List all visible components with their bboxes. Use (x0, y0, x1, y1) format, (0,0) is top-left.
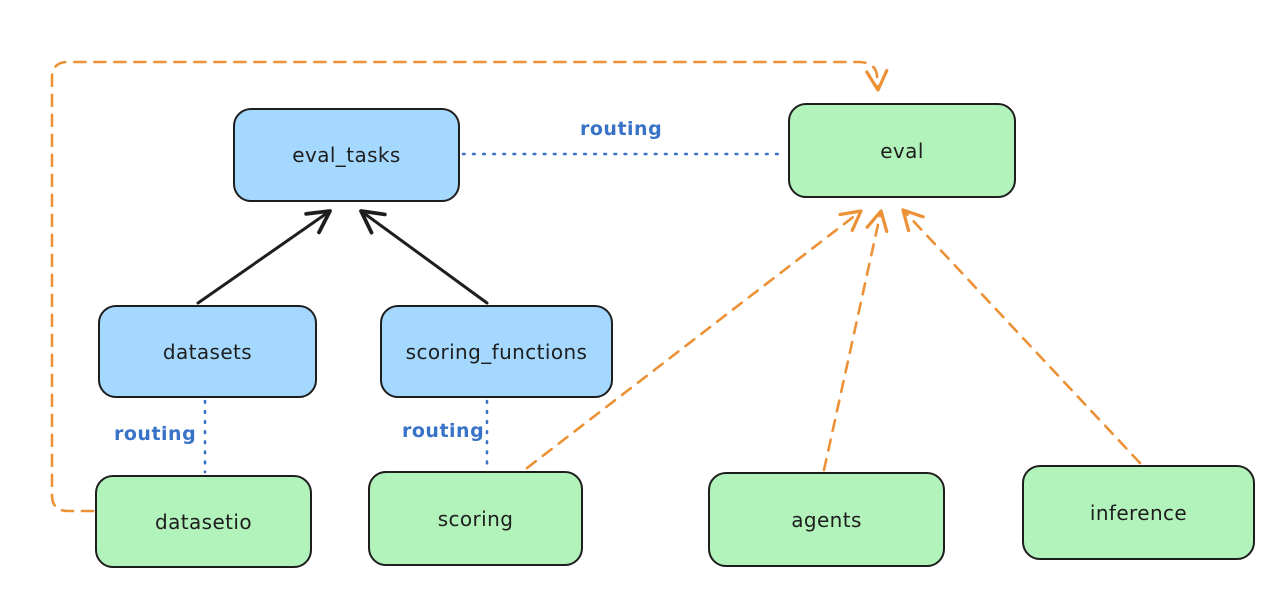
node-agents-label: agents (791, 507, 862, 532)
node-scoring: scoring (368, 471, 583, 566)
node-scoring-functions: scoring_functions (380, 305, 613, 398)
node-datasets: datasets (98, 305, 317, 398)
node-datasets-label: datasets (162, 339, 253, 364)
node-eval: eval (788, 103, 1016, 198)
edge-datasetio-eval-dashed (50, 60, 889, 513)
node-eval-tasks: eval_tasks (233, 108, 460, 202)
edge-scoringfunctions-evaltasks-arrow (359, 209, 489, 305)
edge-agents-eval-dashed (822, 209, 889, 472)
edge-scoring-eval-dashed (525, 209, 863, 470)
node-datasetio-label: datasetio (154, 509, 252, 534)
edge-label-routing-scoringfunctions-scoring: routing (402, 420, 485, 442)
node-agents: agents (708, 472, 945, 567)
edge-label-routing-evaltasks-eval: routing (580, 118, 663, 140)
node-inference: inference (1022, 465, 1255, 560)
node-datasetio: datasetio (95, 475, 312, 568)
node-scoring-label: scoring (437, 506, 514, 531)
node-eval-label: eval (880, 138, 924, 163)
node-inference-label: inference (1089, 500, 1188, 525)
edge-label-routing-datasets-datasetio: routing (114, 423, 197, 445)
edge-datasets-evaltasks-arrow (196, 209, 332, 305)
edge-inference-eval-dashed (901, 208, 1142, 465)
node-eval-tasks-label: eval_tasks (292, 143, 401, 167)
node-scoring-functions-label: scoring_functions (405, 339, 588, 364)
